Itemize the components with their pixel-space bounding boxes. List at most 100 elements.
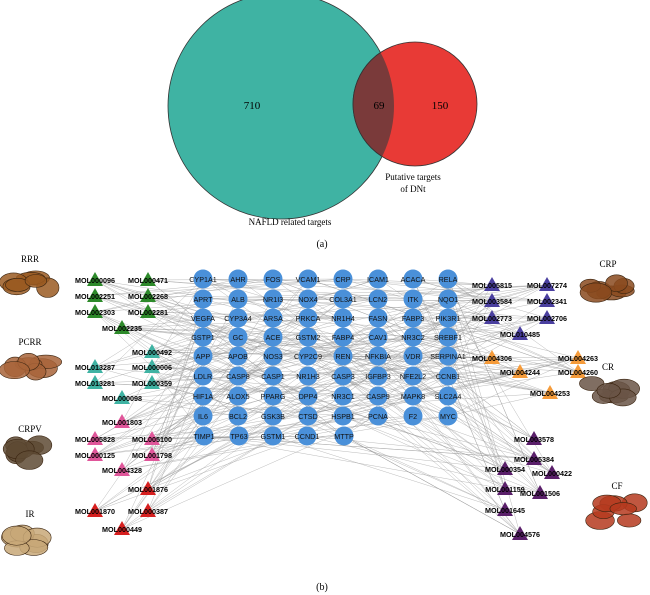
target-node-label: NFE2L2: [400, 372, 426, 381]
target-node-circle: [438, 346, 458, 366]
target-node-circle: [368, 366, 388, 386]
network-edge: [343, 435, 521, 535]
target-node: ALB: [228, 289, 248, 309]
target-node-label: FABP3: [402, 314, 424, 323]
target-node-circle: [298, 308, 318, 328]
compound-node: MOL002268: [128, 288, 168, 302]
target-node-circle: [298, 327, 318, 347]
target-node: COL3A1: [329, 289, 357, 309]
compound-node: MOL000471: [128, 272, 168, 286]
compound-triangle: [87, 431, 103, 445]
target-node-circle: [298, 269, 318, 289]
target-node-circle: [263, 386, 283, 406]
herb-label: CRP: [599, 259, 616, 269]
target-node: ACACA: [401, 269, 426, 289]
compound-triangle: [542, 385, 558, 399]
compound-node: MOL001645: [485, 502, 525, 516]
herb-image: CR: [579, 362, 640, 407]
compound-triangle: [140, 288, 156, 302]
target-node-label: ARSA: [263, 314, 283, 323]
target-node: NR3C2: [401, 327, 425, 347]
herb-label: CRPV: [18, 424, 42, 434]
target-node: FOS: [263, 269, 283, 289]
compound-label: MOL004328: [102, 466, 142, 475]
target-node-circle: [368, 269, 388, 289]
compound-triangle: [114, 320, 130, 334]
target-node-label: NR3C1: [331, 392, 355, 401]
target-node: NR3C1: [331, 386, 355, 406]
network-edge: [447, 317, 506, 490]
target-node: ALOX5: [226, 386, 250, 406]
target-node-circle: [438, 406, 458, 426]
target-node-circle: [228, 386, 248, 406]
herb-image: IR: [1, 509, 52, 556]
network-edge: [203, 357, 579, 437]
compound-label: MOL013281: [75, 379, 115, 388]
compound-triangle: [539, 293, 555, 307]
compound-triangle: [544, 465, 560, 479]
compound-triangle: [114, 462, 130, 476]
compound-label: MOL001876: [128, 485, 168, 494]
network-edge: [151, 317, 204, 353]
network-edge: [377, 317, 541, 494]
compound-label: MOL004260: [558, 368, 598, 377]
target-node: VEGFA: [191, 308, 215, 328]
target-node: CTSD: [298, 406, 318, 426]
target-node: NR1I3: [263, 289, 283, 309]
compound-node: MOL001803: [102, 414, 142, 428]
target-node-circle: [438, 308, 458, 328]
compound-triangle: [532, 485, 548, 499]
target-node-label: ITK: [407, 295, 418, 304]
compound-triangle: [140, 304, 156, 318]
target-node-circle: [438, 269, 458, 289]
target-node-label: CYP1A1: [189, 275, 217, 284]
target-node-circle: [438, 327, 458, 347]
target-node: CRP: [333, 269, 353, 289]
network-edge: [203, 435, 506, 470]
compound-node: MOL004244: [500, 364, 540, 378]
target-node: CYP2C9: [294, 346, 322, 366]
network-edge: [342, 317, 506, 490]
venn-right-label-line2: of DNt: [400, 184, 426, 194]
target-node-circle: [263, 346, 283, 366]
target-node: APP: [193, 346, 213, 366]
target-node-circle: [403, 327, 423, 347]
target-node-label: CYP2C9: [294, 352, 322, 361]
herb-label: CF: [611, 481, 622, 491]
target-node-label: NR1I3: [263, 295, 283, 304]
target-node-label: CTSD: [298, 412, 318, 421]
target-node-circle: [403, 346, 423, 366]
network-edge: [447, 298, 521, 335]
compound-label: MOL007274: [527, 281, 567, 290]
target-node-circle: [228, 327, 248, 347]
target-node-circle: [368, 406, 388, 426]
target-node-label: LCN2: [369, 295, 387, 304]
target-node-label: CCND1: [295, 432, 320, 441]
venn-right-count: 150: [432, 100, 449, 112]
herb-piece: [579, 282, 613, 303]
target-node-label: PCNA: [368, 412, 388, 421]
target-node-circle: [333, 289, 353, 309]
target-node-circle: [333, 346, 353, 366]
network-edge: [94, 311, 204, 417]
network-edge: [412, 278, 506, 490]
compound-triangle: [484, 277, 500, 291]
compound-triangle: [484, 350, 500, 364]
target-node-label: SREBF1: [434, 333, 462, 342]
venn-overlap-region: [352, 41, 394, 167]
compound-triangle: [114, 390, 130, 404]
compound-triangle: [140, 503, 156, 517]
target-node: PCNA: [368, 406, 388, 426]
target-node: FABP4: [332, 327, 354, 347]
network-edge: [447, 278, 541, 494]
target-node-circle: [228, 406, 248, 426]
herb-piece: [596, 383, 621, 399]
target-node-label: NR1H3: [296, 372, 320, 381]
target-node: GSTP1: [191, 327, 215, 347]
compound-node: MOL001798: [132, 447, 172, 461]
target-node-circle: [403, 269, 423, 289]
compound-label: MOL005100: [132, 435, 172, 444]
network-edge: [342, 415, 541, 494]
target-node: MTTP: [334, 426, 354, 446]
